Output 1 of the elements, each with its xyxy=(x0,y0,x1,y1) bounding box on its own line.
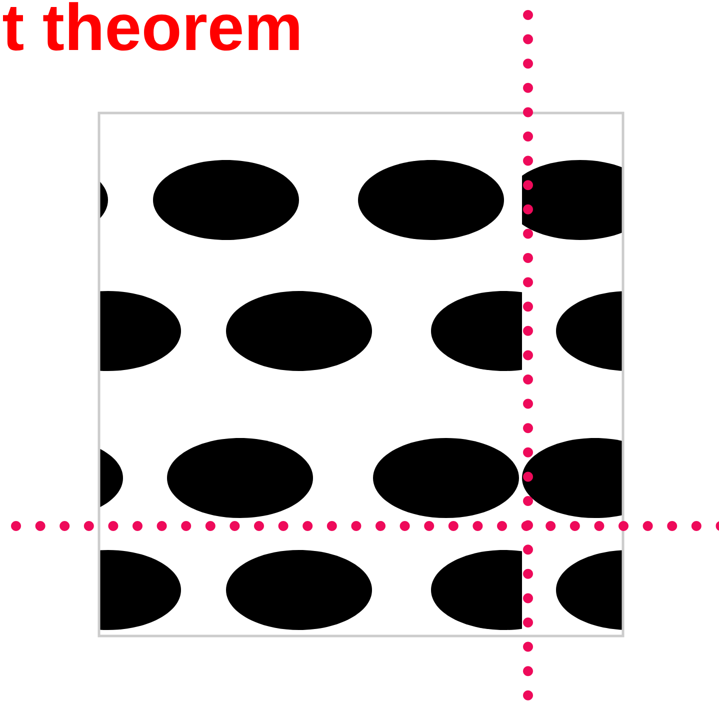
title: t theorem xyxy=(3,2,299,51)
